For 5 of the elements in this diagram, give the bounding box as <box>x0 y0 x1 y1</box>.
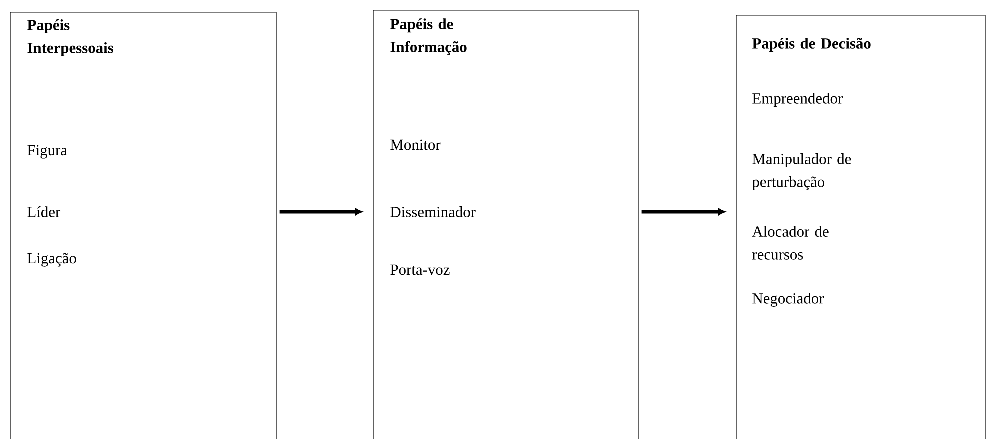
role-box: Papéis de Decisão Empreendedor Manipulador de perturbação Alocador de recursos Negociador <box>736 15 986 439</box>
arrow <box>642 208 726 216</box>
role-box: Papéis Interpessoais Figura Líder Ligação <box>10 12 277 439</box>
arrow <box>280 208 362 216</box>
role-box: Papéis de Informação Monitor Disseminador Porta-voz <box>373 10 639 439</box>
